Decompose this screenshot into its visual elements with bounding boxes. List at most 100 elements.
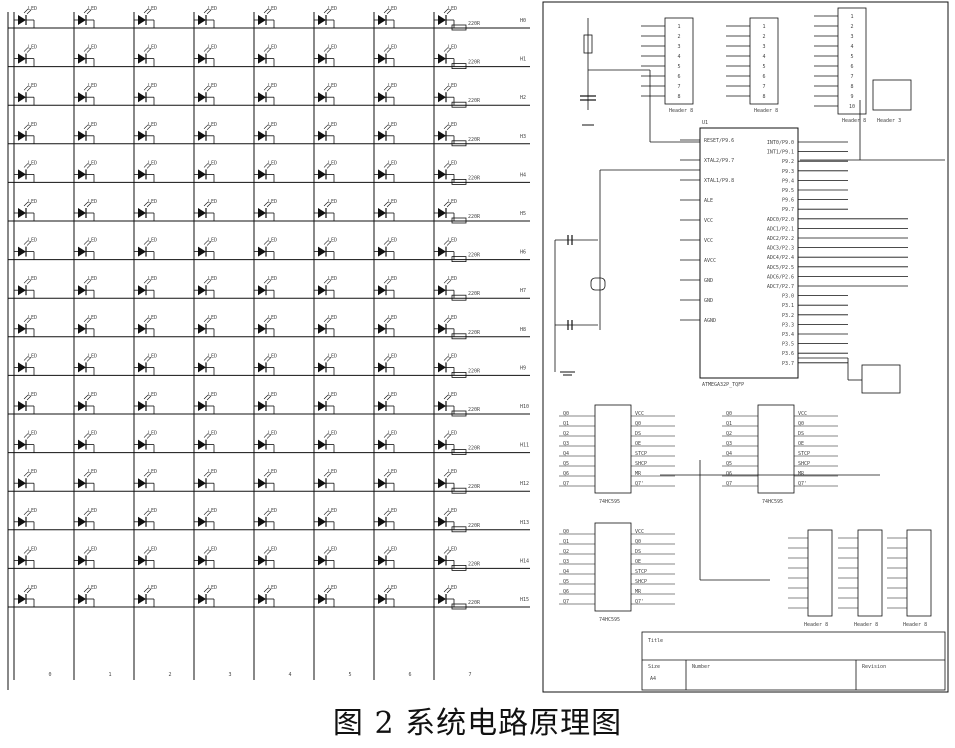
led-icon <box>198 92 206 103</box>
led-arrow <box>383 201 389 207</box>
chip-name: 74HC595 <box>599 617 620 623</box>
shift-pin-left: Q4 <box>726 451 732 457</box>
led-arrow <box>386 318 392 324</box>
led-arrow <box>203 163 209 168</box>
led-ref: LED <box>388 199 397 205</box>
led-arrow <box>383 278 389 284</box>
row-label: H10 <box>520 404 529 410</box>
led-icon <box>258 594 266 604</box>
header-pin-number: 6 <box>850 64 853 70</box>
led-ref: LED <box>28 83 37 89</box>
led-icon <box>138 169 146 180</box>
led-icon <box>18 594 26 604</box>
led-ref: LED <box>88 546 97 552</box>
led-arrow <box>86 202 92 208</box>
led-ref: LED <box>328 276 337 282</box>
led-ref: LED <box>88 160 97 166</box>
control-circuit: U1ATMEGA32P_TQFPRESET/P9.6XTAL2/P9.7XTAL… <box>542 1 949 693</box>
led-icon <box>78 208 86 218</box>
led-ref: LED <box>88 6 97 12</box>
led-arrow <box>143 124 149 130</box>
led-icon <box>18 323 26 334</box>
led-arrow <box>326 164 332 169</box>
led-arrow <box>446 48 452 53</box>
mcu-pin-left: GND <box>704 298 713 304</box>
led-ref: LED <box>28 199 37 205</box>
led-ref: LED <box>88 122 97 128</box>
shift-pin-left: Q6 <box>563 589 569 595</box>
led-icon <box>138 362 146 373</box>
led-ref: LED <box>388 276 397 282</box>
led-icon <box>198 208 206 218</box>
row-label: H14 <box>520 558 529 564</box>
led-ref: LED <box>268 45 277 51</box>
resistor <box>451 217 467 224</box>
led-icon <box>78 439 86 450</box>
led-arrow <box>86 279 92 285</box>
led-ref: LED <box>88 508 97 514</box>
led-arrow <box>26 241 32 246</box>
led-icon <box>138 130 146 141</box>
led-arrow <box>23 471 29 477</box>
led-icon <box>198 15 206 25</box>
shift-pin-right: DS <box>798 431 804 437</box>
led-arrow <box>86 86 92 92</box>
led-ref: LED <box>28 508 37 514</box>
led-ref: LED <box>268 546 277 552</box>
led-arrow <box>326 434 332 439</box>
led-arrow <box>206 279 212 285</box>
resistor-value: 220R <box>468 21 481 27</box>
led-icon <box>258 169 266 180</box>
led-arrow <box>26 357 32 362</box>
mcu-pin-left: XTAL2/P9.7 <box>704 158 734 164</box>
led-icon <box>198 439 206 450</box>
led-arrow <box>386 357 392 362</box>
led-icon <box>138 246 146 257</box>
led-icon <box>138 285 146 296</box>
resistor-value: 220R <box>468 98 481 104</box>
header-pin-number: 6 <box>677 74 680 80</box>
led-icon <box>18 555 26 566</box>
led-ref: LED <box>328 353 337 359</box>
led-icon <box>438 323 446 334</box>
led-arrow <box>446 434 452 439</box>
led-icon <box>78 92 86 103</box>
mcu-pin-right: P9.7 <box>782 207 794 213</box>
led-arrow <box>323 471 329 477</box>
led-ref: LED <box>28 45 37 51</box>
led-arrow <box>266 202 272 208</box>
led-arrow <box>386 550 392 555</box>
led-arrow <box>446 318 452 324</box>
led-arrow <box>83 433 89 438</box>
led-ref: LED <box>328 122 337 128</box>
led-ref: LED <box>328 469 337 475</box>
shift-pin-left: Q7 <box>726 481 732 487</box>
led-arrow <box>266 125 272 131</box>
led-ref: LED <box>448 585 457 591</box>
column-label: 5 <box>348 672 351 678</box>
shift-pin-right: MR <box>635 589 642 595</box>
led-arrow <box>263 510 269 516</box>
led-arrow <box>206 550 212 555</box>
led-arrow <box>266 395 272 401</box>
title-block-label: Number <box>692 664 710 670</box>
led-arrow <box>143 356 149 361</box>
led-arrow <box>206 86 212 92</box>
led-arrow <box>206 395 212 401</box>
led-ref: LED <box>268 199 277 205</box>
row-label: H11 <box>520 443 529 449</box>
led-arrow <box>323 394 329 400</box>
led-ref: LED <box>328 508 337 514</box>
led-ref: LED <box>388 122 397 128</box>
shift-pin-left: Q6 <box>726 471 732 477</box>
led-ref: LED <box>28 122 37 128</box>
led-arrow <box>86 48 92 53</box>
led-icon <box>18 15 26 25</box>
led-arrow <box>146 48 152 53</box>
led-icon <box>198 555 206 566</box>
led-icon <box>318 169 326 180</box>
led-icon <box>378 516 386 527</box>
led-arrow <box>206 48 212 53</box>
led-ref: LED <box>88 353 97 359</box>
header-pin-number: 8 <box>762 94 765 100</box>
